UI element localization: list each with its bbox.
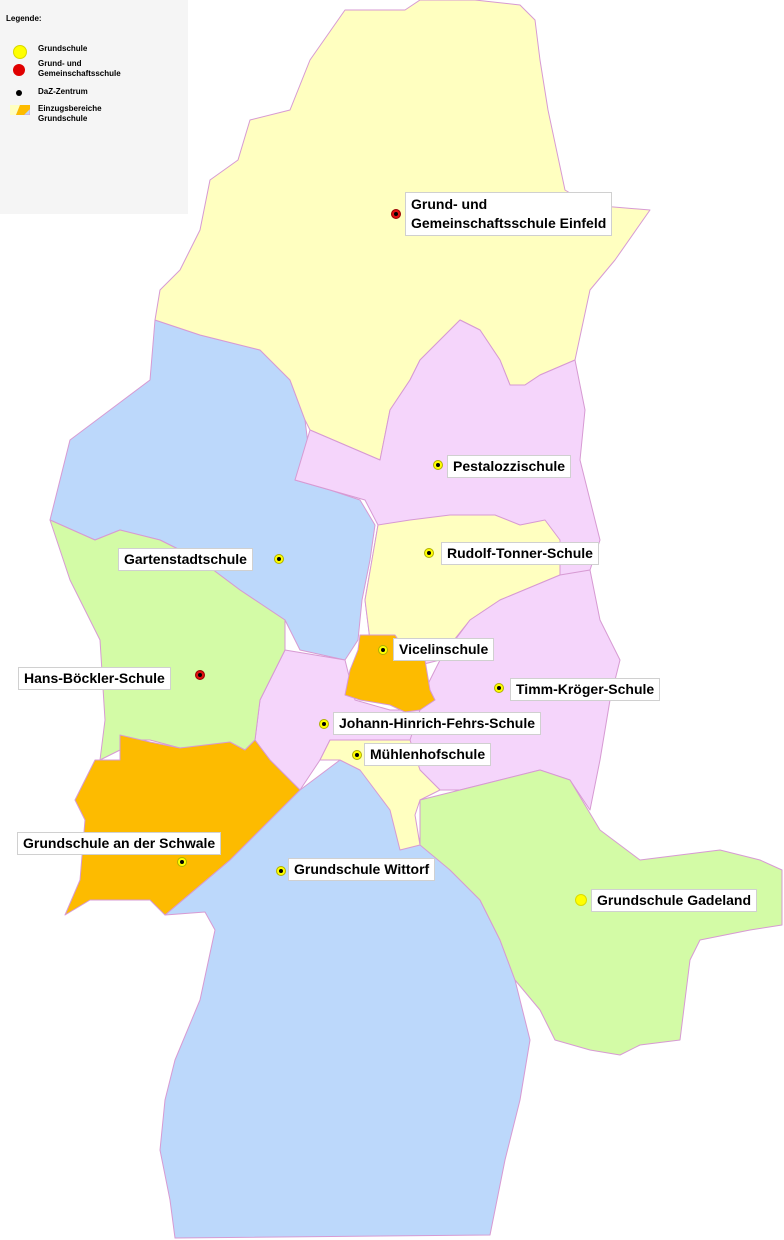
daz-dot-icon [277,557,281,561]
daz-dot-icon [355,753,359,757]
label-wittorf[interactable]: Grundschule Wittorf [288,858,436,881]
label-timm-kroeger[interactable]: Timm-Kröger-Schule [510,678,661,701]
label-gartenstadt[interactable]: Gartenstadtschule [118,548,253,571]
marker-gadeland[interactable] [575,894,587,906]
legend: Legende: Grundschule Grund- und Gemeinsc… [0,0,188,214]
daz-dot-icon [394,212,398,216]
daz-dot-icon [198,673,202,677]
marker-rudolf-tonner[interactable] [424,548,434,558]
legend-item-grundschule: Grundschule [0,42,188,66]
daz-dot-icon [436,463,440,467]
area-swatch-icon [10,105,30,115]
marker-gartenstadt[interactable] [274,554,284,564]
label-fehrs[interactable]: Johann-Hinrich-Fehrs-Schule [333,712,542,735]
daz-dot-icon [279,869,283,873]
label-vicelin[interactable]: Vicelinschule [393,638,495,661]
daz-dot-icon [180,860,184,864]
marker-timm-kroeger[interactable] [494,683,504,693]
daz-dot-icon [427,551,431,555]
marker-schwale[interactable] [177,857,187,867]
label-pestalozzi[interactable]: Pestalozzischule [447,455,572,478]
label-hans-boeckler[interactable]: Hans-Böckler-Schule [18,667,171,690]
label-rudolf-tonner[interactable]: Rudolf-Tonner-Schule [441,542,599,565]
marker-einfeld[interactable] [391,209,401,219]
marker-hans-boeckler[interactable] [195,670,205,680]
legend-item-area: Einzugsbereiche Grundschule [0,104,188,128]
daz-dot-icon [381,648,385,652]
marker-fehrs[interactable] [319,719,329,729]
marker-wittorf[interactable] [276,866,286,876]
black-dot-icon [16,90,22,96]
legend-item-daz: DaZ-Zentrum [0,87,188,111]
legend-title: Legende: [6,14,42,23]
label-muehlenhof[interactable]: Mühlenhofschule [364,743,492,766]
daz-dot-icon [497,686,501,690]
daz-dot-icon [322,722,326,726]
marker-muehlenhof[interactable] [352,750,362,760]
legend-item-gemeinschaftsschule: Grund- und Gemeinschaftsschule [0,59,188,83]
label-einfeld[interactable]: Grund- und Gemeinschaftsschule Einfeld [405,192,613,236]
marker-vicelin[interactable] [378,645,388,655]
yellow-dot-icon [13,45,27,59]
red-dot-icon [13,64,25,76]
marker-pestalozzi[interactable] [433,460,443,470]
area-schwale[interactable] [64,734,301,916]
area-gadeland[interactable] [419,769,783,1056]
label-gadeland[interactable]: Grundschule Gadeland [591,889,758,912]
label-schwale[interactable]: Grundschule an der Schwale [17,832,222,855]
